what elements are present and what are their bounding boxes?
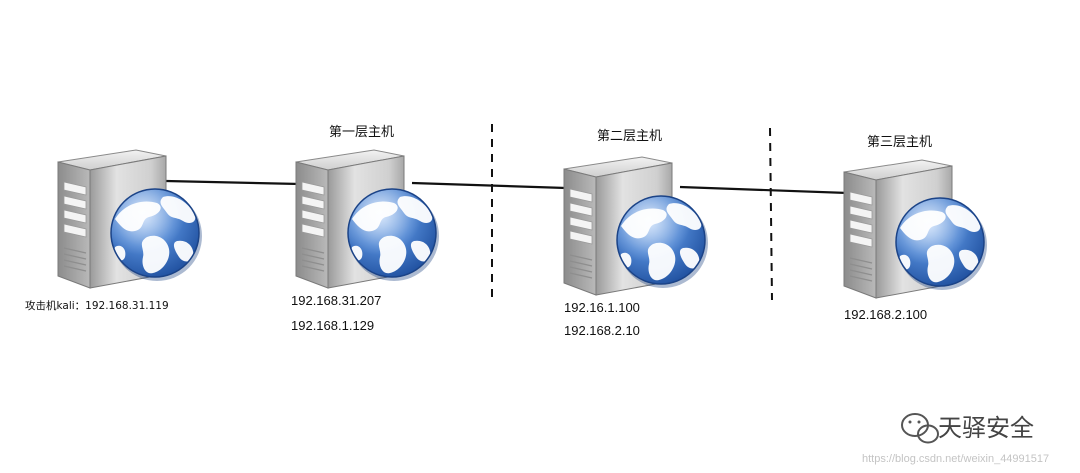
- link-attacker-layer1: [165, 179, 301, 186]
- host-layer2-ip-1: 192.16.1.100: [564, 300, 640, 315]
- host-layer1-ip-1: 192.168.31.207: [291, 293, 381, 308]
- host-layer2-ip-2: 192.168.2.10: [564, 323, 640, 338]
- host-layer3: 第三层主机 192.168.2.100: [843, 135, 987, 322]
- host-layer1: 第一层主机 192.168.31.207 192.168.1.129: [291, 125, 439, 333]
- network-links: [165, 179, 849, 195]
- host-layer2: 第二层主机 192.16.1.100 192.168.2.10: [563, 129, 708, 338]
- link-layer2-layer3: [679, 185, 849, 195]
- wechat-icon: [901, 413, 939, 444]
- server-globe-icon: [563, 156, 708, 296]
- host-layer2-title: 第二层主机: [597, 129, 662, 144]
- host-layer1-ip-2: 192.168.1.129: [291, 318, 374, 333]
- link-layer1-layer2: [411, 181, 567, 190]
- server-globe-icon: [843, 159, 987, 299]
- host-layer3-title: 第三层主机: [867, 135, 932, 150]
- host-attacker: 攻击机kali：192.168.31.119: [25, 149, 202, 312]
- host-layer1-title: 第一层主机: [329, 125, 394, 140]
- host-attacker-ip-1: 攻击机kali：192.168.31.119: [25, 299, 169, 312]
- segment-divider-2: [769, 127, 773, 301]
- server-globe-icon: [57, 149, 202, 289]
- host-layer3-ip-1: 192.168.2.100: [844, 307, 927, 322]
- watermark: 天驿安全 https://blog.csdn.net/weixin_449915…: [862, 413, 1049, 465]
- watermark-brand: 天驿安全: [938, 414, 1034, 442]
- watermark-url: https://blog.csdn.net/weixin_44991517: [862, 453, 1049, 465]
- server-globe-icon: [295, 149, 439, 289]
